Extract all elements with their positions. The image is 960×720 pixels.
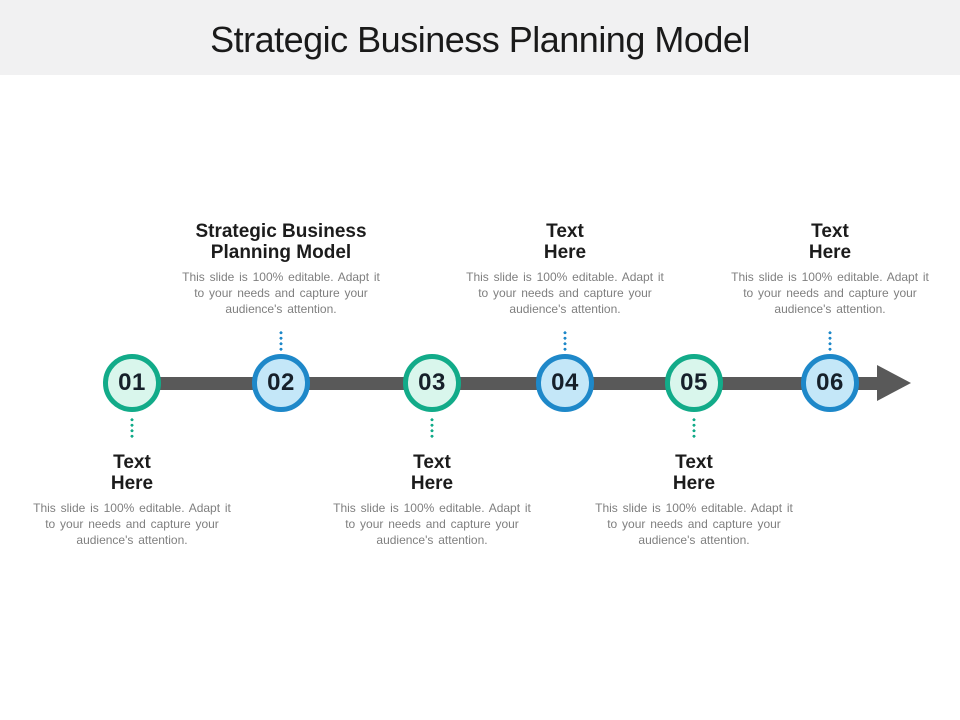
milestone-heading-line1: Text [113,452,151,473]
timeline-arrowhead-icon [877,365,911,401]
milestone-heading-line1: Text [675,452,713,473]
timeline-line [130,377,880,390]
milestone-number: 02 [267,369,295,396]
milestone-body: This slide is 100% editable. Adapt it to… [33,501,231,547]
milestone-text-block: Text Here This slide is 100% editable. A… [715,221,945,317]
milestone-heading-line2: Here [543,242,587,263]
milestone-heading-line2: Here [110,473,154,494]
milestone-heading-line1: Text [546,221,584,242]
dotted-connector-icon [429,417,435,439]
milestone-heading-line2: Here [808,242,852,263]
milestone-circle: 01 [103,354,161,412]
milestone-text-block: Strategic Business Planning Model This s… [166,221,396,317]
milestone-number: 01 [118,369,146,396]
milestone-text-block: Text Here This slide is 100% editable. A… [450,221,680,317]
milestone-body: This slide is 100% editable. Adapt it to… [595,501,793,547]
dotted-connector-icon [827,330,833,352]
milestone-heading-line1: Text [413,452,451,473]
dotted-connector-icon [278,330,284,352]
milestone-text-block: Text Here This slide is 100% editable. A… [17,452,247,548]
milestone-number: 06 [816,369,844,396]
dotted-connector-icon [562,330,568,352]
milestone-heading-line1: Text [811,221,849,242]
title-band: Strategic Business Planning Model [0,0,960,75]
dotted-connector-icon [129,417,135,439]
milestone-text-block: Text Here This slide is 100% editable. A… [317,452,547,548]
milestone-heading-line1: Strategic Business [195,221,367,242]
milestone-circle: 03 [403,354,461,412]
milestone-body: This slide is 100% editable. Adapt it to… [731,270,929,316]
milestone-heading-line2: Planning Model [210,242,352,263]
milestone-text-block: Text Here This slide is 100% editable. A… [579,452,809,548]
milestone-body: This slide is 100% editable. Adapt it to… [182,270,380,316]
milestone-circle: 05 [665,354,723,412]
milestone-circle: 06 [801,354,859,412]
milestone-body: This slide is 100% editable. Adapt it to… [466,270,664,316]
milestone-number: 03 [418,369,446,396]
dotted-connector-icon [691,417,697,439]
milestone-heading-line2: Here [410,473,454,494]
milestone-number: 05 [680,369,708,396]
milestone-circle: 04 [536,354,594,412]
milestone-number: 04 [551,369,579,396]
milestone-body: This slide is 100% editable. Adapt it to… [333,501,531,547]
slide-title: Strategic Business Planning Model [210,18,750,60]
milestone-heading-line2: Here [672,473,716,494]
milestone-circle: 02 [252,354,310,412]
